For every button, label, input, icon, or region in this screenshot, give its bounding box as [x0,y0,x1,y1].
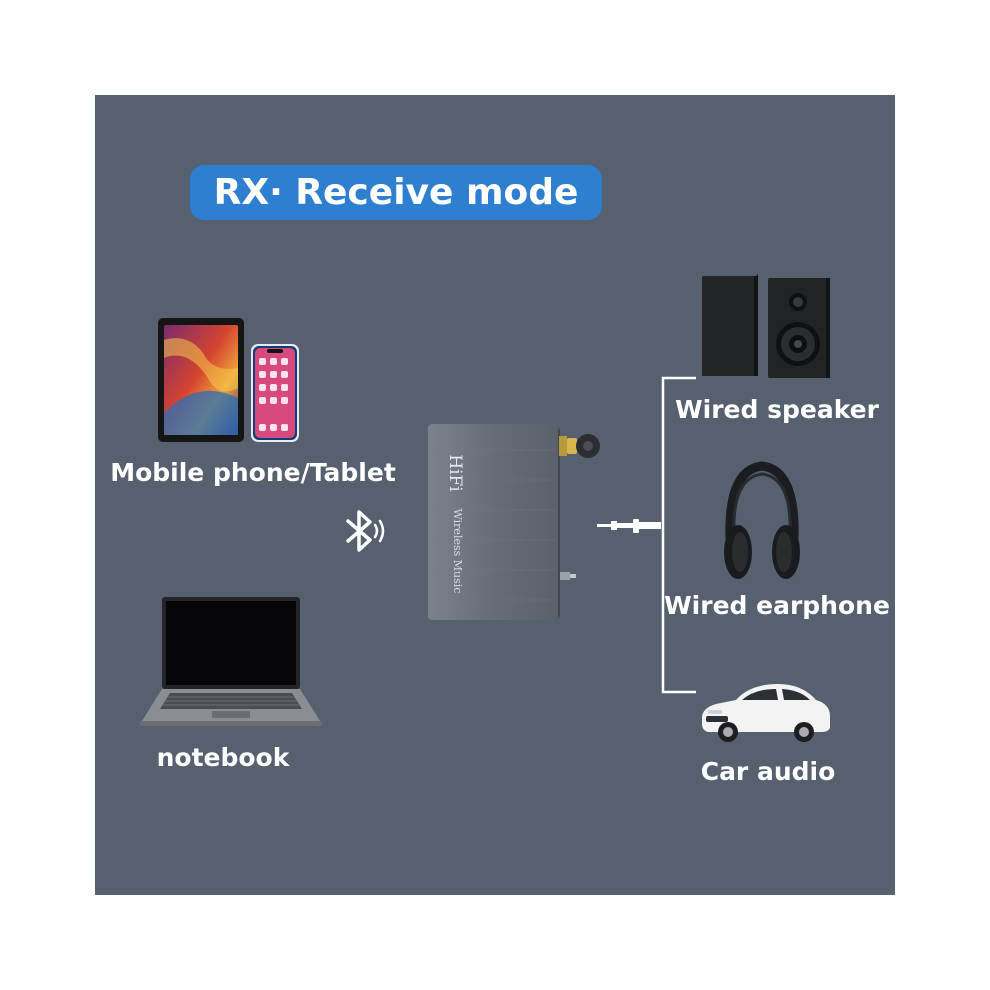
phone-icon [251,344,299,442]
device-subtitle: Wireless Music [451,508,464,594]
headphones-icon [724,461,800,579]
wired-speaker-label: Wired speaker [675,395,879,424]
audio-jack-icon [597,519,661,533]
laptop-icon [140,597,322,726]
bluetooth-icon [346,510,385,552]
tablet-icon [158,318,244,442]
car-audio-label: Car audio [700,757,836,786]
bluetooth-receiver-device [428,424,600,620]
mobile-tablet-label: Mobile phone/Tablet [110,458,396,487]
wired-earphone-label: Wired earphone [664,591,890,620]
car-icon [702,684,830,742]
speaker-icon [702,274,830,378]
output-connector-lines [661,376,696,694]
mode-title: RX· Receive mode [190,165,602,220]
notebook-label: notebook [156,743,290,772]
